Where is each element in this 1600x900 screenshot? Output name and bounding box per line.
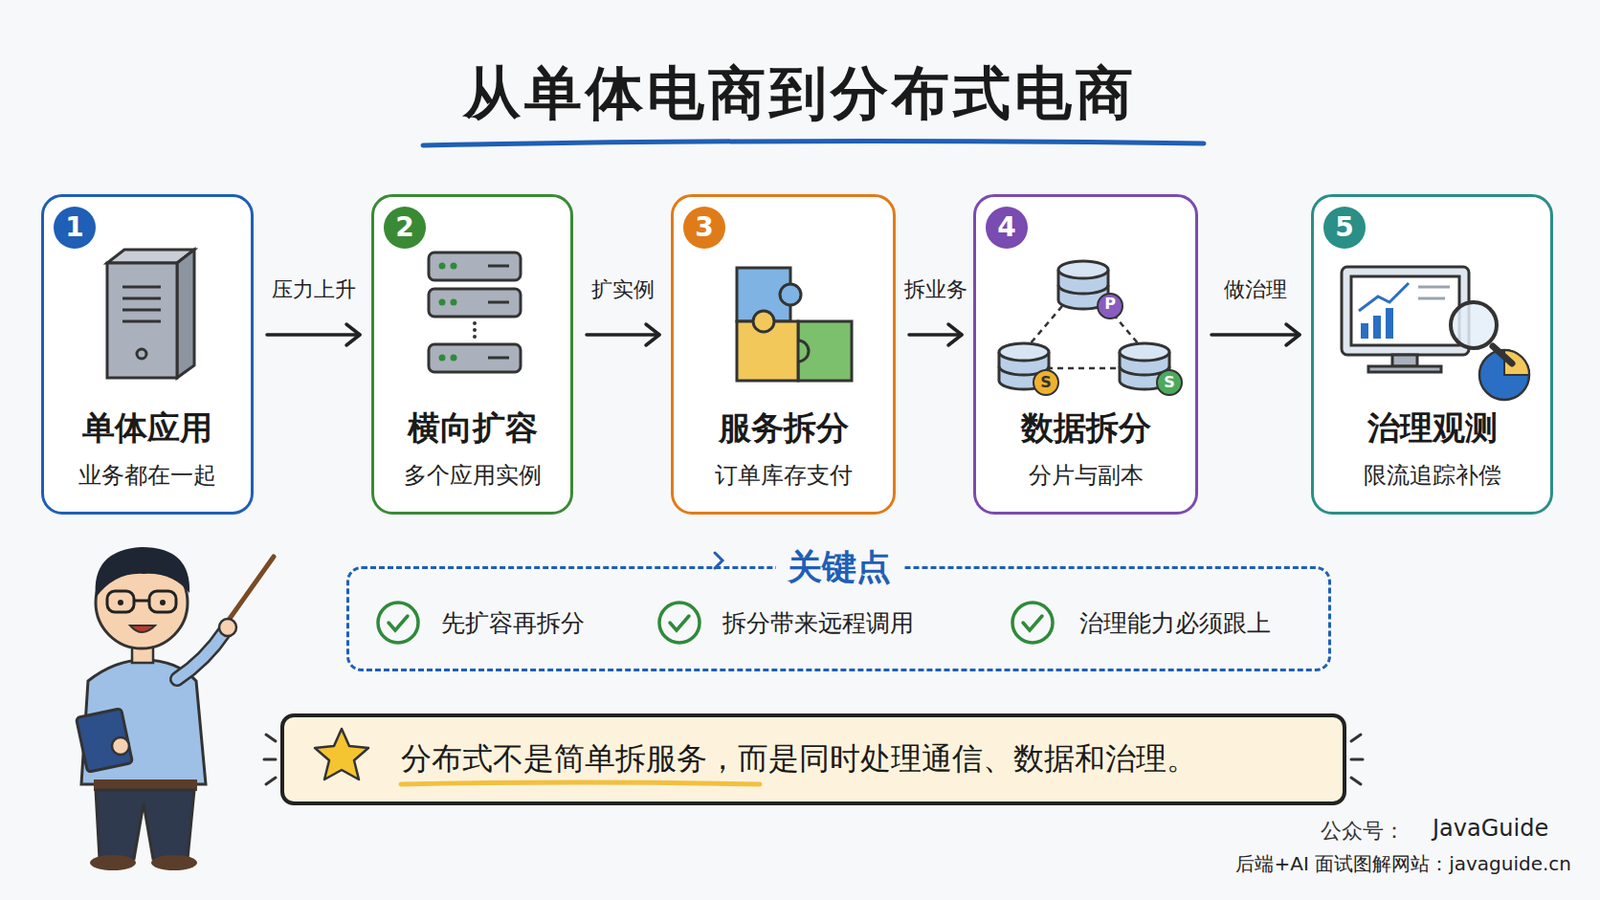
flow-arrow	[266, 324, 360, 346]
step-box: 单体应用业务都在一起 1	[41, 194, 254, 515]
step-number: 3	[683, 206, 726, 249]
title: 从单体电商到分布式电商	[0, 55, 1600, 134]
callout-number: 4	[997, 214, 1016, 242]
summary-box: 分布式不是简单拆服务，而是同时处理通信、数据和治理。	[280, 713, 1347, 806]
step-subtitle: 多个应用实例	[403, 460, 542, 491]
step-box: 横向扩容多个应用实例 2	[371, 194, 574, 515]
step-subtitle: 分片与副本	[1028, 460, 1144, 491]
footer-brand: JavaGuide	[1432, 815, 1549, 843]
summary-text: 分布式不是简单拆服务，而是同时处理通信、数据和治理。	[400, 738, 1198, 781]
edge-label: 做治理	[1223, 275, 1288, 305]
edge-label: 扩实例	[591, 275, 655, 305]
flow-arrow	[909, 324, 962, 346]
step-title: 数据拆分	[1021, 406, 1152, 451]
step-number: 5	[1323, 206, 1366, 249]
step-title: 横向扩容	[407, 406, 538, 451]
keypoint-item: 拆分带来远程调用	[722, 607, 914, 640]
keypoints-box: 关键点先扩容再拆分拆分带来远程调用治理能力必须跟上	[346, 566, 1332, 672]
step-box: 服务拆分订单库存支付 3	[670, 194, 896, 515]
db-badge: P	[1097, 291, 1123, 317]
step-number: 2	[383, 206, 426, 249]
step-box: 治理观测限流追踪补偿 5	[1311, 194, 1554, 515]
step-title: 单体应用	[82, 406, 213, 451]
step-subtitle: 限流追踪补偿	[1363, 460, 1502, 491]
db-badge: S	[1033, 370, 1059, 396]
callout-number: 2	[395, 214, 414, 242]
footer-label: 公众号：	[1320, 817, 1405, 846]
callout-number: 5	[1334, 214, 1354, 242]
keypoints-heading: 关键点	[776, 544, 903, 592]
flow-arrow	[586, 324, 660, 346]
step-number: 4	[985, 206, 1028, 249]
db-badge: S	[1156, 370, 1182, 396]
flow-arrow	[1211, 324, 1300, 346]
step-box: 数据拆分分片与副本 4	[973, 194, 1199, 515]
step-subtitle: 业务都在一起	[78, 460, 217, 491]
edge-label: 压力上升	[271, 275, 356, 305]
callout-number: 3	[694, 214, 713, 242]
callout-number: 1	[65, 214, 84, 242]
step-number: 1	[53, 206, 96, 249]
keypoint-item: 先扩容再拆分	[441, 607, 585, 640]
step-subtitle: 订单库存支付	[714, 460, 853, 491]
step-title: 服务拆分	[718, 406, 849, 451]
step-title: 治理观测	[1367, 406, 1498, 451]
keypoint-item: 治理能力必须跟上	[1079, 607, 1271, 640]
edge-label: 拆业务	[904, 275, 968, 305]
footer-site: 后端+AI 面试图解网站：javaguide.cn	[1235, 851, 1572, 878]
